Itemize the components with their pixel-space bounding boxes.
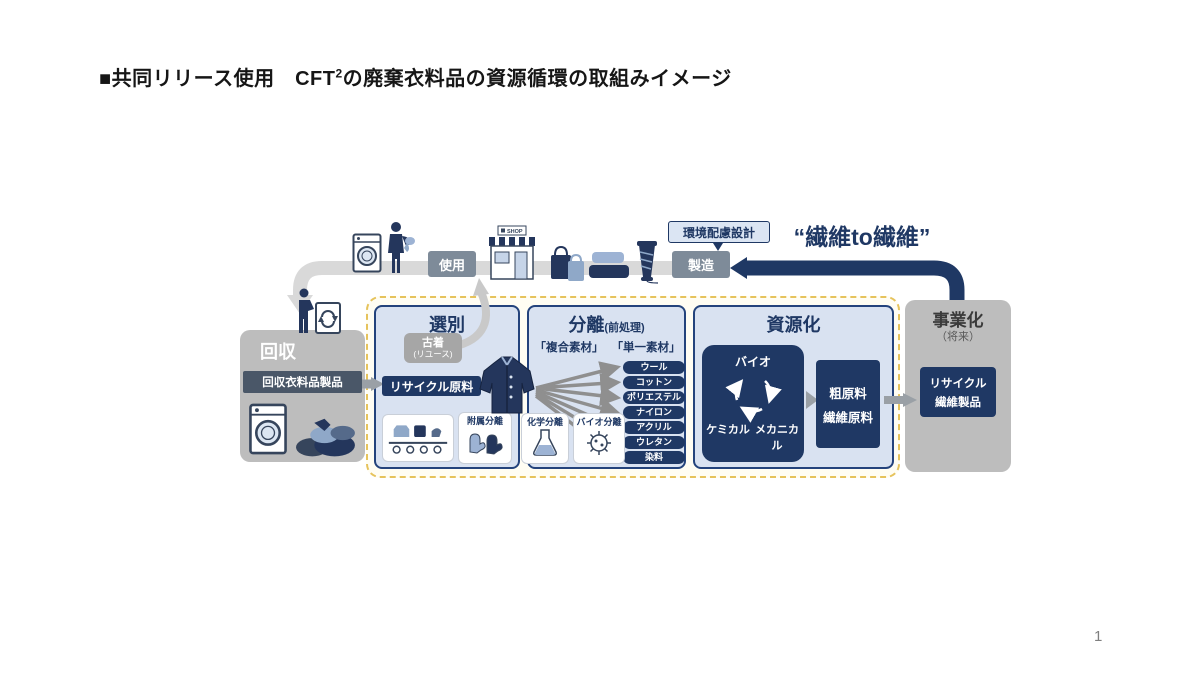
person-recycle-bin-icon: [294, 287, 346, 335]
material-pill-urethane: ウレタン: [623, 436, 685, 449]
business-note: （将来）: [936, 331, 980, 343]
eco-design-label: 環境配慮設計: [682, 225, 755, 240]
shop-icon: SHOP: [486, 225, 538, 281]
separation-title-note: (前処理): [604, 322, 645, 334]
page-title-prefix: ■共同リリース使用 CFT: [99, 68, 336, 90]
page-title: ■共同リリース使用 CFT2の廃棄衣料品の資源循環の取組みイメージ: [99, 62, 732, 91]
separation-title: 分離(前処理): [527, 311, 686, 337]
composite-material-label: 「複合素材」: [534, 342, 604, 354]
gloves-icon: [469, 433, 503, 455]
clothes-pile-icon: [294, 408, 360, 458]
raw-material-line1: 粗原料: [829, 386, 867, 401]
bio-label: バイオ: [734, 355, 771, 369]
page-number: 1: [1094, 628, 1103, 645]
collection-title: 回収: [260, 342, 296, 362]
reuse-badge: 古着 (リユース): [404, 333, 462, 363]
yarn-icon: [634, 240, 660, 284]
person-laundry-icon: [383, 221, 417, 275]
business-to-manufacture-band-navy: [730, 257, 965, 303]
mechanical-label: メカニカル: [755, 424, 799, 452]
material-pill-dye: 染料: [623, 451, 685, 464]
separation-title-main: 分離: [568, 315, 605, 335]
beaker-icon: [533, 429, 557, 456]
reuse-line2: (リユース): [413, 349, 453, 359]
reuse-line1: 古着: [422, 337, 444, 349]
material-pill-acrylic: アクリル: [623, 421, 685, 434]
conveyor-icon: [382, 414, 454, 462]
single-material-label: 「単一素材」: [611, 342, 681, 354]
recycle-material-label: リサイクル原料: [382, 376, 481, 396]
manufacture-label: 製造: [687, 258, 714, 273]
use-label: 使用: [438, 257, 465, 273]
washing-machine-icon-collection: [247, 403, 289, 455]
chemical-separation-label: 化学分離: [526, 417, 563, 427]
bio-separation-tag: バイオ分離: [573, 413, 625, 464]
eco-design-tag: 環境配慮設計: [668, 221, 770, 243]
resource-cycle-box: バイオ ケミカル メカニカル: [702, 345, 804, 462]
material-pill-wool: ウール: [623, 361, 685, 374]
fabric-icon: [588, 249, 630, 281]
material-pill-polyester: ポリエステル: [623, 391, 685, 404]
bags-icon: [549, 243, 585, 283]
use-chip: 使用: [428, 251, 476, 277]
page-title-sup: 2: [335, 66, 343, 81]
material-pill-nylon: ナイロン: [623, 406, 685, 419]
shop-sign-text: SHOP: [507, 229, 523, 235]
collected-clothing-text: 回収衣料品製品: [262, 377, 343, 389]
chemical-separation-tag: 化学分離: [521, 413, 569, 464]
business-title: 事業化: [932, 311, 984, 330]
material-pill-cotton: コットン: [623, 376, 685, 389]
chemical-label: ケミカル: [706, 424, 750, 436]
accessory-separation-tag: 附属分離: [458, 412, 512, 464]
recycled-fiber-line2: 繊維製品: [935, 396, 981, 409]
recycled-fiber-line1: リサイクル: [929, 377, 987, 390]
resource-title: 資源化: [766, 315, 821, 335]
washing-machine-icon: [352, 233, 382, 273]
collected-clothing-label: 回収衣料品製品: [243, 371, 362, 393]
microbe-icon: [587, 431, 611, 455]
page-title-suffix: の廃棄衣料品の資源循環の取組みイメージ: [342, 68, 732, 90]
recycled-fiber-product-box: リサイクル 繊維製品: [920, 367, 996, 417]
recycle-material-text: リサイクル原料: [389, 379, 474, 394]
raw-material-line2: 繊維原料: [822, 410, 873, 425]
cycle-arrows-icon: [725, 379, 782, 423]
raw-material-box: 粗原料 繊維原料: [816, 360, 880, 448]
accessory-separation-label: 附属分離: [466, 416, 503, 426]
jacket-icon: [478, 355, 536, 417]
manufacture-chip: 製造: [672, 251, 730, 278]
bio-separation-label: バイオ分離: [576, 417, 622, 427]
fiber-to-fiber-slogan: “繊維to繊維”: [793, 224, 931, 250]
